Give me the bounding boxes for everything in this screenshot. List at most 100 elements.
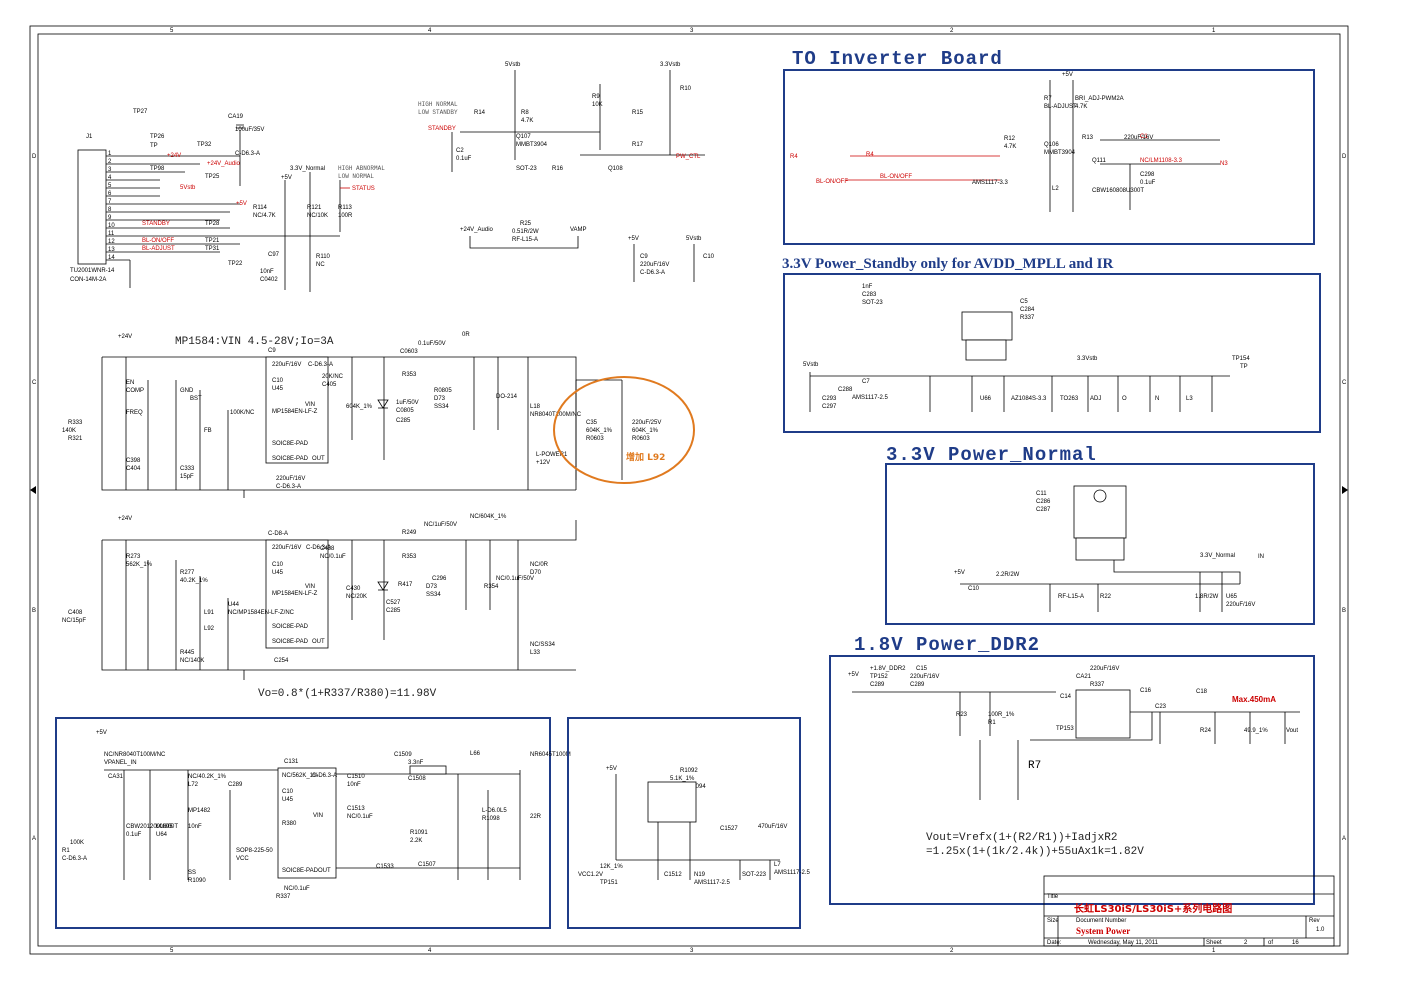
regulator-label: 220uF/16V	[1090, 666, 1119, 672]
res-label: EN	[126, 380, 134, 386]
tp-label: TP	[150, 143, 158, 149]
res-label: NC/140K	[180, 658, 204, 664]
ic-label: C254	[274, 658, 289, 664]
net-label: +5V	[96, 730, 107, 736]
diode-label: C0805	[396, 408, 414, 414]
res-label: 0.51R/2W	[512, 229, 539, 235]
inductor-label: AMS1117-2.5	[852, 395, 888, 401]
res-label: 220uF/16V	[1124, 135, 1153, 141]
ic-pin: U45	[272, 386, 284, 392]
tp-label: TP98	[150, 166, 165, 172]
diode-label: R417	[398, 582, 413, 588]
date-value: Wednesday, May 11, 2011	[1088, 940, 1159, 946]
cap-label: C2	[456, 148, 464, 154]
res-label: NC/MP1584EN-LF-Z/NC	[228, 610, 295, 616]
pin-label: 5	[108, 183, 112, 189]
ic-pin: C-D6.3-A	[308, 362, 333, 368]
res-label: R121	[307, 205, 322, 211]
res-label: 220uF/16V	[910, 674, 939, 680]
cap-label: R1	[988, 720, 996, 726]
ic-pin: NC/562K_1%	[282, 773, 319, 779]
inductor-label: R353	[402, 554, 417, 560]
transistor-label: Q108	[608, 166, 623, 172]
inductor-label: R353	[402, 372, 417, 378]
net-label: NC/LM1108-3.3	[1140, 158, 1183, 164]
row-mark: A	[32, 836, 36, 842]
standby-title: 3.3V Power_Standby only for AVDD_MPLL an…	[782, 256, 1113, 272]
sheet-total: 16	[1292, 940, 1299, 946]
net-label: NC/604K_1%	[470, 514, 507, 520]
cap-label: D73	[434, 396, 446, 402]
cap-label: C97	[268, 252, 280, 258]
pin-label: 11	[108, 231, 115, 237]
cap-label: R321	[68, 436, 83, 442]
res-label: 100R	[338, 213, 353, 219]
standby-section: 3.3V Power_Standby only for AVDD_MPLL an…	[782, 256, 1321, 433]
cap-label: SOP8-225-50	[236, 848, 273, 854]
pin-label: 14	[108, 255, 115, 261]
transistor-label: SOT-23	[516, 166, 537, 172]
ic-pin: 220uF/16V	[272, 545, 301, 551]
cap-label: C1512	[664, 872, 682, 878]
mp1584-title: MP1584:VIN 4.5-28V;Io=3A	[175, 336, 334, 348]
j1-ref: J1	[86, 134, 93, 140]
note-label: LOW NORMAL	[338, 173, 374, 180]
inner-frame	[37, 33, 1341, 947]
net-label: 3.3Vstb	[1077, 356, 1098, 362]
cap-label: C-D6.3-A	[640, 270, 665, 276]
inductor-label: C10	[968, 586, 980, 592]
ddr-title: 1.8V Power_DDR2	[854, 634, 1040, 656]
cap-label: 220uF/16V	[1226, 602, 1255, 608]
col-mark: 3	[690, 948, 694, 954]
n19-regulator	[647, 781, 697, 823]
tp-label: TP25	[205, 174, 220, 180]
res-label: R8	[521, 110, 529, 116]
res-label: C1533	[376, 864, 394, 870]
res-label: 100K/NC	[230, 410, 255, 416]
note-label: HIGH ABNORMAL	[338, 165, 385, 172]
ic-pin: R380	[282, 821, 297, 827]
res-label: L72	[188, 782, 199, 788]
document-title: 长虹LS30iS/LS30iS+系列电路图	[1074, 902, 1232, 915]
res-label: RF-L15-A	[512, 237, 538, 243]
annotation-text: 增加 L92	[626, 451, 665, 463]
net-label: VAMP	[570, 227, 587, 233]
cap-label: C428	[320, 546, 335, 552]
inductor-label: R249	[402, 530, 417, 536]
res-label: NC/0R	[530, 562, 549, 568]
n3-regulator	[961, 311, 1013, 341]
ic-pin: VIN	[305, 584, 315, 590]
cap-label: R333	[68, 420, 83, 426]
res-label: Q111	[1092, 158, 1106, 164]
cap-label: RF-L15-A	[1058, 594, 1084, 600]
res-label: C404	[126, 466, 141, 472]
res-label: 10K	[592, 102, 603, 108]
pin-label: 1	[108, 151, 112, 157]
ic-pin: VIN	[305, 402, 315, 408]
cap-label: NC/0.1uF/50V	[496, 576, 534, 582]
res-label: 15pF	[180, 474, 194, 480]
cap-label: CBW201209U800T	[126, 824, 178, 830]
tp-label: TP22	[228, 261, 243, 267]
regulator-label: 5.1K_1%	[670, 776, 695, 782]
cap-label: C-D6.3-A	[62, 856, 87, 862]
cap-label: C296	[432, 576, 447, 582]
net-label: 3.3V_Normal	[1200, 553, 1235, 559]
pin-label: 10	[108, 223, 115, 229]
col-mark: 4	[428, 948, 432, 954]
cap-label: CA19	[228, 114, 244, 120]
inductor-label: C7	[862, 379, 870, 385]
cap-label: L-D6.0L5	[482, 808, 507, 814]
res-label: C289	[910, 682, 925, 688]
cap-label: R0805	[434, 388, 452, 394]
cap-label: SOT-223	[742, 872, 767, 878]
res-label: U44	[228, 602, 240, 608]
cap-label: R354	[484, 584, 499, 590]
ic-pin: MP1584EN-LF-Z	[272, 409, 318, 415]
tp-label: TP154	[1232, 356, 1250, 362]
net-label: 3.3V_Normal	[290, 166, 325, 172]
cap-label: R1098	[482, 816, 500, 822]
mp1584-upper: MP1584:VIN 4.5-28V;Io=3A +24V C9 220uF/1…	[62, 332, 582, 498]
u66-tab	[1093, 489, 1107, 503]
res-label: R113	[338, 205, 353, 211]
